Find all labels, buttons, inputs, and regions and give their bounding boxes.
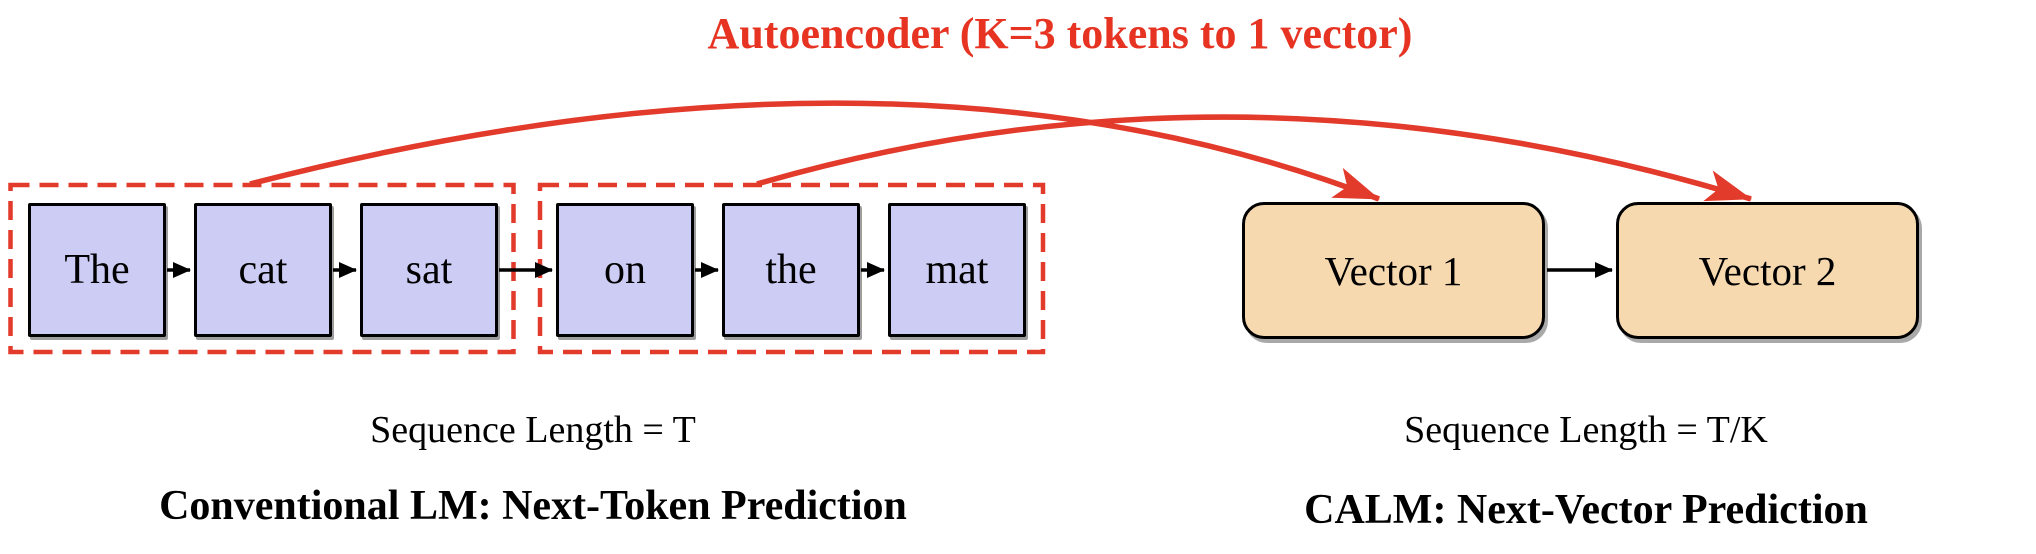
right-sequence-length-caption: Sequence Length = T/K <box>1404 409 1768 451</box>
right-model-label: CALM: Next-Vector Prediction <box>1304 487 1868 533</box>
autoencoder-arc-chunk1-to-vector1 <box>249 100 1380 202</box>
autoencoder-title: Autoencoder (K=3 tokens to 1 vector) <box>707 9 1413 58</box>
left-model-label: Conventional LM: Next-Token Prediction <box>159 483 907 529</box>
token-box-mat: mat <box>888 203 1026 337</box>
token-box-cat: cat <box>194 203 332 337</box>
left-sequence-length-caption: Sequence Length = T <box>370 409 696 451</box>
token-box-the-2: the <box>722 203 860 337</box>
vector-box-2: Vector 2 <box>1616 202 1919 339</box>
token-box-sat: sat <box>360 203 498 337</box>
vector-box-1: Vector 1 <box>1242 202 1545 339</box>
token-box-the-1: The <box>28 203 166 337</box>
autoencoder-arc-chunk2-to-vector2 <box>756 114 1752 202</box>
token-box-on: on <box>556 203 694 337</box>
